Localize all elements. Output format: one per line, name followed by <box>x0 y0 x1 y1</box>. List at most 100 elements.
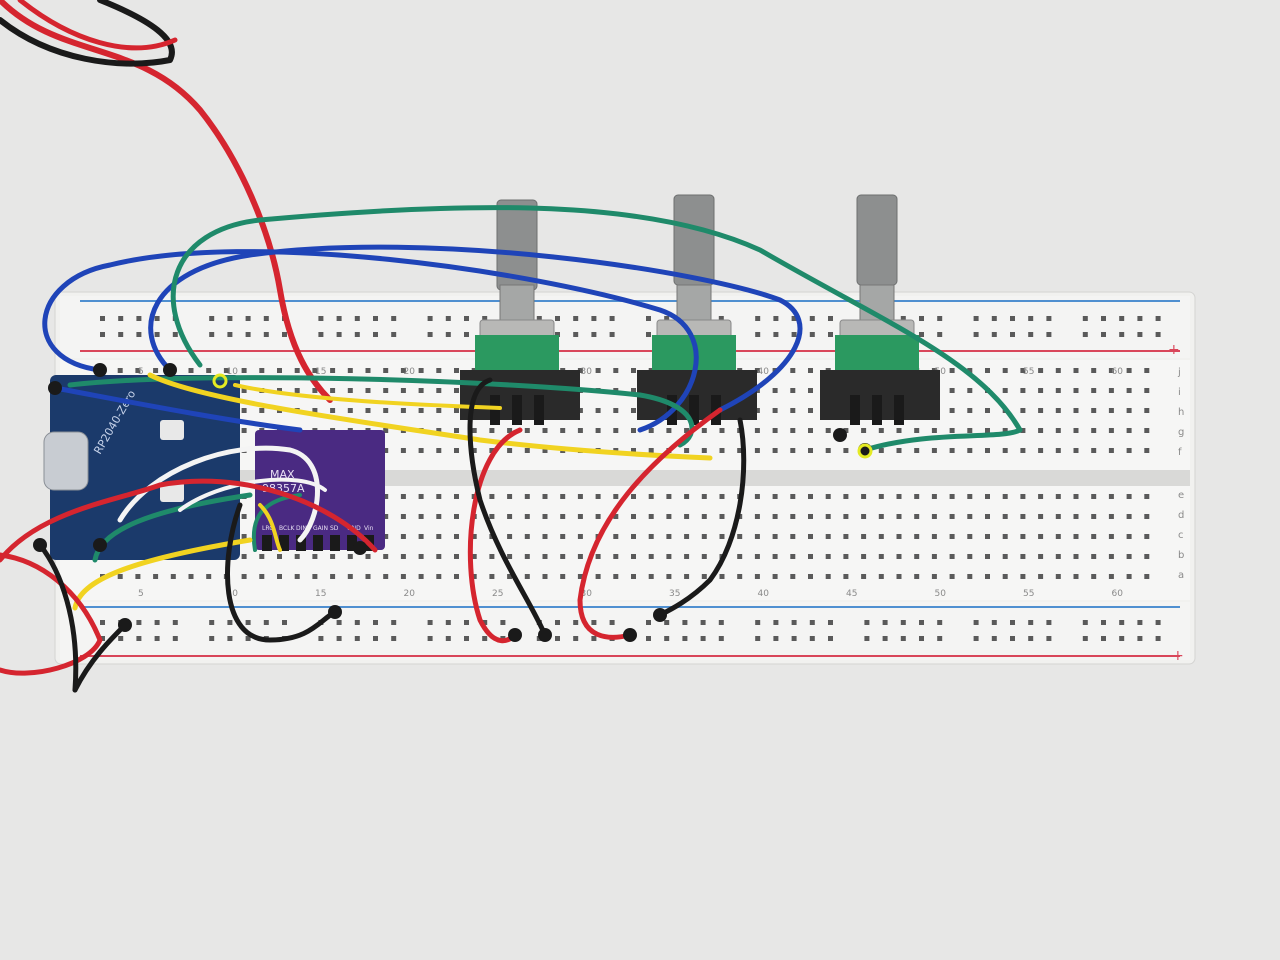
breadboard-hole <box>1126 574 1132 579</box>
encoder-shaft[interactable] <box>856 194 898 286</box>
breadboard-hole <box>1108 514 1114 519</box>
black-power-lead <box>0 0 175 67</box>
breadboard-hole <box>684 534 690 539</box>
breadboard-hole <box>631 574 636 579</box>
row-letter: e <box>1178 490 1184 501</box>
breadboard-hole <box>154 620 160 625</box>
breadboard-hole <box>277 368 282 373</box>
breadboard-hole <box>772 554 778 559</box>
breadboard-hole <box>209 332 215 337</box>
breadboard-hole <box>1055 574 1061 579</box>
breadboard-hole <box>896 554 902 559</box>
breadboard-hole <box>790 448 796 453</box>
column-number-bottom: 45 <box>846 589 857 599</box>
wire-end <box>353 541 367 555</box>
breadboard-hole <box>646 620 651 625</box>
breadboard-hole <box>1020 408 1026 413</box>
breadboard-hole <box>1020 368 1026 373</box>
breadboard-hole <box>1055 534 1061 539</box>
breadboard-hole <box>843 574 849 579</box>
bottom-rail-plus-label: + <box>1172 648 1184 664</box>
breadboard-hole <box>555 332 560 337</box>
breadboard-hole <box>336 620 342 625</box>
column-number-top: 50 <box>935 367 947 377</box>
run-button[interactable] <box>160 420 184 440</box>
breadboard-hole <box>464 316 469 321</box>
breadboard-hole <box>418 514 424 519</box>
red-power-lead-2 <box>17 0 178 51</box>
breadboard-hole <box>991 316 997 321</box>
breadboard-hole <box>1002 534 1008 539</box>
breadboard-hole <box>482 316 488 321</box>
encoder-shaft[interactable] <box>673 194 715 286</box>
breadboard-hole <box>613 408 619 413</box>
breadboard-hole <box>646 332 651 337</box>
breadboard-hole <box>914 448 920 453</box>
breadboard-hole <box>808 494 813 499</box>
breadboard-hole <box>1126 514 1132 519</box>
breadboard-hole <box>347 554 353 559</box>
breadboard-hole <box>507 428 513 433</box>
breadboard-hole <box>1091 368 1097 373</box>
breadboard-hole <box>973 332 979 337</box>
boot-button[interactable] <box>160 482 184 502</box>
column-number-bottom: 30 <box>581 589 593 599</box>
breadboard-hole <box>772 388 778 393</box>
breadboard-hole <box>1137 316 1143 321</box>
breadboard-hole <box>949 534 955 539</box>
breadboard-hole <box>577 554 583 559</box>
breadboard-hole <box>1091 574 1097 579</box>
wire-end <box>653 608 667 622</box>
breadboard-hole <box>170 574 176 579</box>
breadboard-hole <box>227 620 233 625</box>
breadboard-hole <box>1126 388 1132 393</box>
breadboard-hole <box>861 428 867 433</box>
breadboard-hole <box>172 636 178 641</box>
top-rail-plus-label: + <box>1168 342 1180 358</box>
breadboard-hole <box>418 574 424 579</box>
breadboard-hole <box>100 620 105 625</box>
breadboard-hole <box>609 620 615 625</box>
breadboard-hole <box>914 514 920 519</box>
breadboard-hole <box>464 636 469 641</box>
breadboard-hole <box>400 494 406 499</box>
breadboard-hole <box>985 514 990 519</box>
breadboard-hole <box>700 636 706 641</box>
breadboard-hole <box>464 332 469 337</box>
breadboard-hole <box>373 316 378 321</box>
encoder-thread <box>676 284 712 326</box>
breadboard-hole <box>937 316 943 321</box>
red-wire-2 <box>0 478 378 563</box>
row-letter: b <box>1178 550 1184 561</box>
breadboard-hole <box>383 534 389 539</box>
breadboard-hole <box>1091 408 1097 413</box>
breadboard-hole <box>436 514 442 519</box>
breadboard-hole <box>136 332 142 337</box>
breadboard-hole <box>1038 448 1044 453</box>
breadboard-hole <box>347 388 353 393</box>
white-wire-2 <box>178 477 327 512</box>
breadboard-hole <box>336 332 342 337</box>
row-letter: h <box>1178 407 1184 418</box>
breadboard-hole <box>754 428 760 433</box>
breadboard-hole <box>648 574 654 579</box>
breadboard-hole <box>354 636 360 641</box>
breadboard-hole <box>613 554 619 559</box>
breadboard-hole <box>631 448 636 453</box>
encoder-2[interactable] <box>637 194 757 425</box>
encoder-1[interactable] <box>460 199 580 425</box>
breadboard-hole <box>985 428 990 433</box>
breadboard-hole <box>418 534 424 539</box>
breadboard-hole <box>241 428 247 433</box>
breadboard-hole <box>985 534 990 539</box>
encoder-3[interactable] <box>820 194 940 425</box>
breadboard-hole <box>914 494 920 499</box>
breadboard-hole <box>1020 514 1026 519</box>
column-number-top: 40 <box>758 367 770 377</box>
breadboard-hole <box>400 574 406 579</box>
breadboard-hole <box>560 494 566 499</box>
breadboard-hole <box>1144 514 1150 519</box>
breadboard-hole <box>701 448 707 453</box>
breadboard-hole <box>613 514 619 519</box>
breadboard-hole <box>241 534 247 539</box>
